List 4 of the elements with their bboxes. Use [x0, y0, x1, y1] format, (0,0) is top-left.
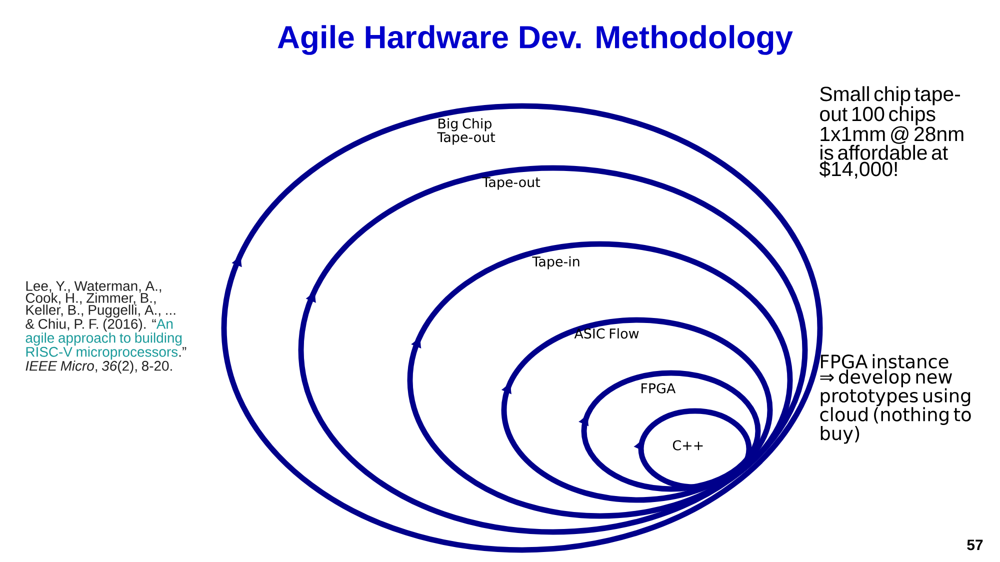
page-number: 57 [967, 540, 983, 550]
title: Agile Hardware Dev. Methodology [278, 25, 793, 55]
note-text: FPGA instance ⇒ develop new prototypes using cloud (nothing to buy) [820, 354, 971, 444]
citation: Lee, Y., Waterman, A., Cook, H., Zimmer, B., Keller, B., Puggelli, A., ... & Chiu, P. F. (2016). “An agile approach to building RISC-V microprocessors.” IEEE Micro, 36(2), 8-20. [26, 281, 186, 374]
